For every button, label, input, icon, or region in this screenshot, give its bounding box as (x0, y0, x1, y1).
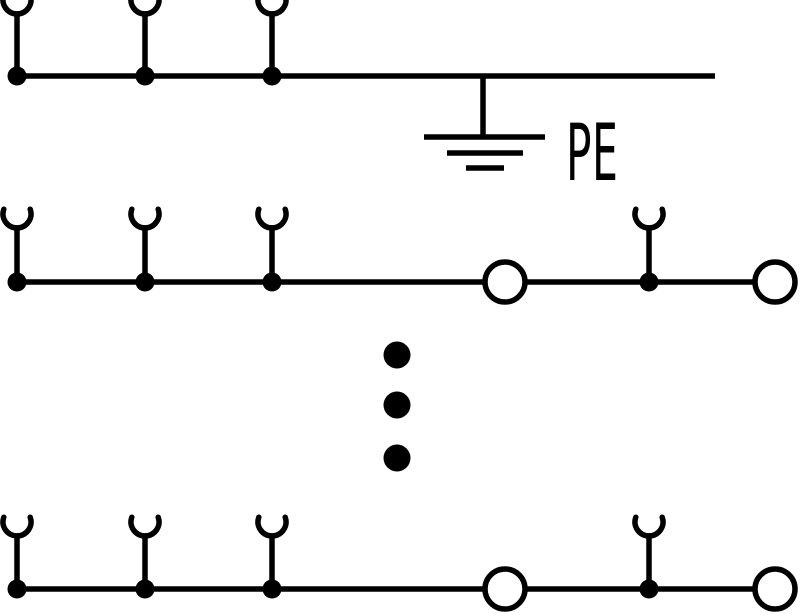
terminal-fork-icon (128, 514, 162, 539)
junction-dot (135, 272, 155, 292)
junction-dot (7, 579, 27, 599)
junction-dot (7, 66, 27, 86)
ellipsis-dot (383, 341, 411, 369)
ellipsis-dot (383, 391, 411, 419)
junction-dot (135, 66, 155, 86)
junction-dot (135, 579, 155, 599)
bus-row-first (0, 206, 798, 305)
open-terminal-circle (752, 259, 798, 305)
terminal-fork-icon (255, 0, 289, 17)
terminal-fork-icon (632, 514, 666, 539)
pe-label: PE (566, 109, 618, 199)
junction-dot (639, 272, 659, 292)
earth-ground-symbol (424, 76, 545, 171)
junction-dot (262, 579, 282, 599)
ellipsis-dot (383, 444, 411, 472)
open-terminal-circle (482, 566, 528, 612)
bus-row-last (0, 514, 798, 612)
terminal-fork-icon (255, 514, 289, 539)
junction-dot (639, 579, 659, 599)
terminal-fork-icon (632, 206, 666, 231)
terminal-fork-icon (128, 0, 162, 17)
continuation-ellipsis (383, 341, 411, 472)
junction-dot (7, 272, 27, 292)
open-terminal-circle (752, 566, 798, 612)
terminal-fork-icon (128, 206, 162, 231)
pe-bus-row (0, 0, 715, 171)
terminal-fork-icon (0, 514, 34, 539)
terminal-fork-icon (0, 206, 34, 231)
terminal-fork-icon (0, 0, 34, 17)
junction-dot (262, 272, 282, 292)
junction-dot (262, 66, 282, 86)
open-terminal-circle (482, 259, 528, 305)
terminal-fork-icon (255, 206, 289, 231)
